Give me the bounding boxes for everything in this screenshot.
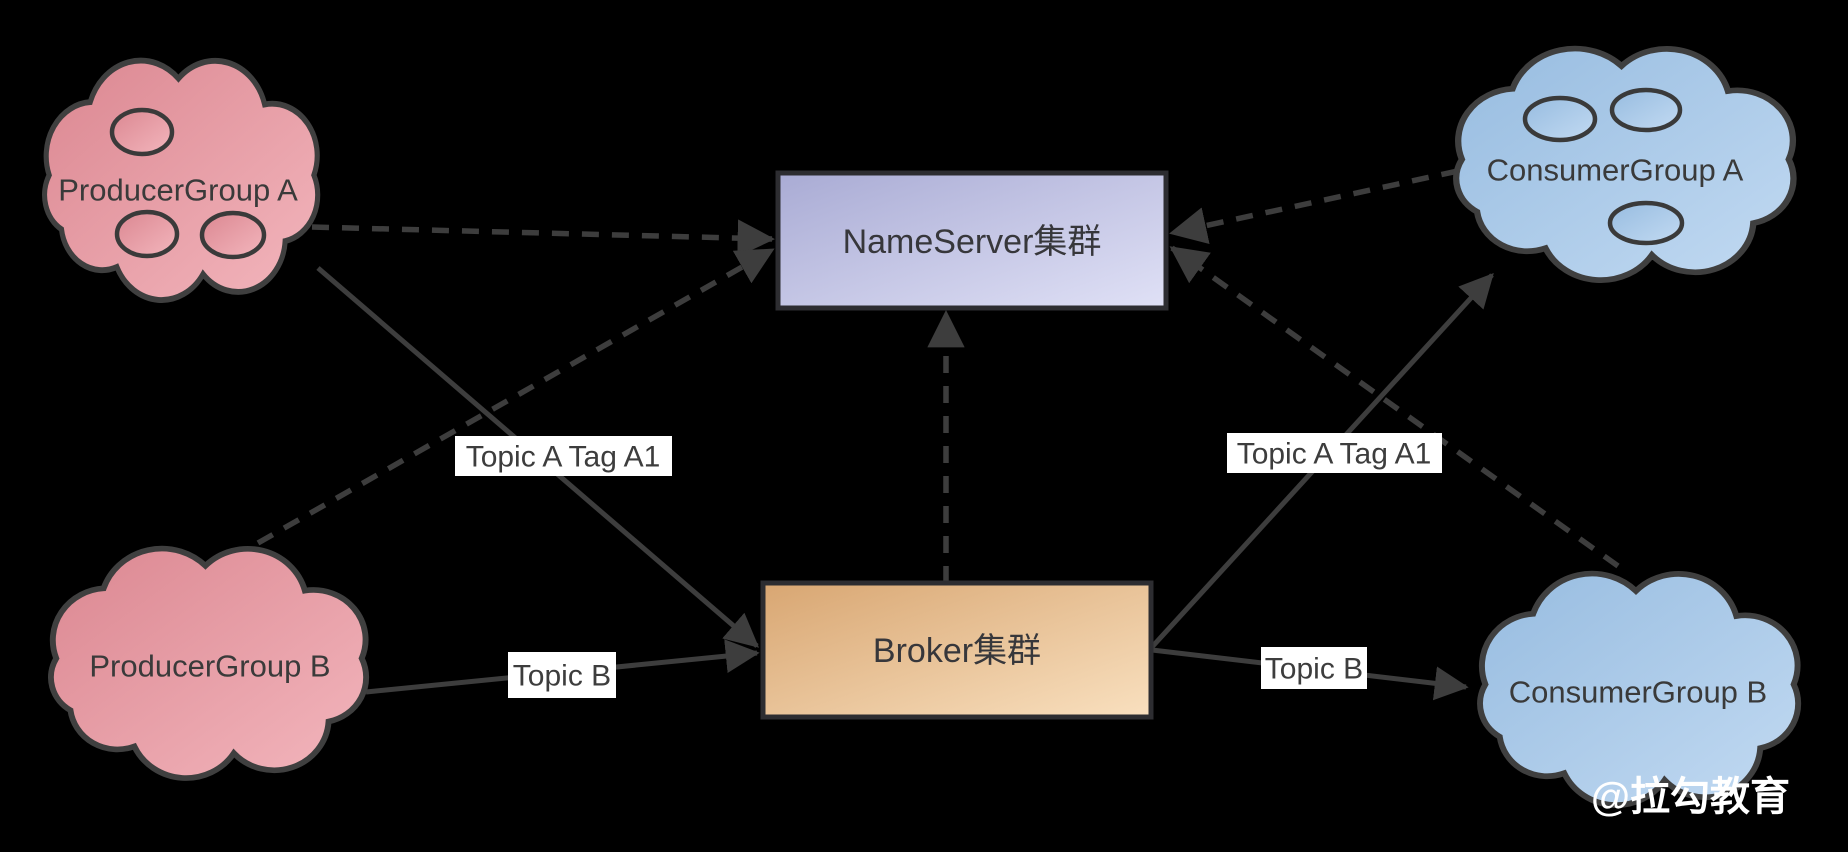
producer-group-b-label: ProducerGroup B	[89, 649, 330, 684]
edge-producer-b-to-nameserver	[256, 247, 775, 546]
consumer-group-a-label: ConsumerGroup A	[1487, 153, 1744, 188]
edge-label-text: Topic A Tag A1	[1237, 438, 1432, 471]
edges-layer	[256, 168, 1620, 701]
edge-label-topic-b-right: Topic B	[1261, 647, 1367, 689]
edge-label-background	[455, 436, 672, 476]
producer-instance-ellipse	[114, 209, 180, 259]
broker-box	[760, 580, 1154, 720]
producer-group-a-label: ProducerGroup A	[58, 173, 298, 208]
edge-producer-a-to-nameserver	[311, 219, 775, 257]
node-consumer-group-a: ConsumerGroup A	[1456, 49, 1793, 281]
node-producer-group-b: ProducerGroup B	[51, 549, 366, 778]
edge-consumer-b-to-nameserver	[1169, 245, 1620, 569]
nameserver-cluster-label: NameServer集群	[843, 223, 1102, 261]
consumer-instance-ellipse	[1522, 95, 1598, 143]
edge-label-background	[508, 652, 616, 698]
consumer-instance-ellipse	[1609, 87, 1683, 133]
edge-consumer-a-to-nameserver	[1169, 168, 1459, 244]
edge-label-topic-a-tag-a1-right: Topic A Tag A1	[1227, 433, 1442, 473]
node-nameserver-cluster: NameServer集群	[775, 170, 1169, 311]
edge-label-text: Topic A Tag A1	[466, 441, 661, 474]
broker-cluster-label: Broker集群	[873, 632, 1041, 670]
edge-label-text: Topic B	[513, 660, 611, 693]
producer-instance-ellipse	[199, 210, 267, 260]
consumer-group-b-label: ConsumerGroup B	[1509, 675, 1767, 710]
edge-label-topic-a-tag-a1-left: Topic A Tag A1	[455, 436, 672, 476]
edge-label-background	[1227, 433, 1442, 473]
node-producer-group-a: ProducerGroup A	[45, 61, 318, 300]
node-consumer-group-b: ConsumerGroup B	[1480, 574, 1798, 806]
edge-label-text: Topic B	[1265, 653, 1363, 686]
node-broker-cluster: Broker集群	[760, 580, 1154, 720]
watermark-text: @拉勾教育	[1591, 775, 1790, 819]
producer-instance-ellipse	[109, 107, 175, 157]
nameserver-box	[775, 170, 1169, 311]
consumer-instance-ellipse	[1607, 200, 1685, 246]
edge-label-background	[1261, 647, 1367, 689]
edge-label-topic-b-left: Topic B	[508, 652, 616, 698]
